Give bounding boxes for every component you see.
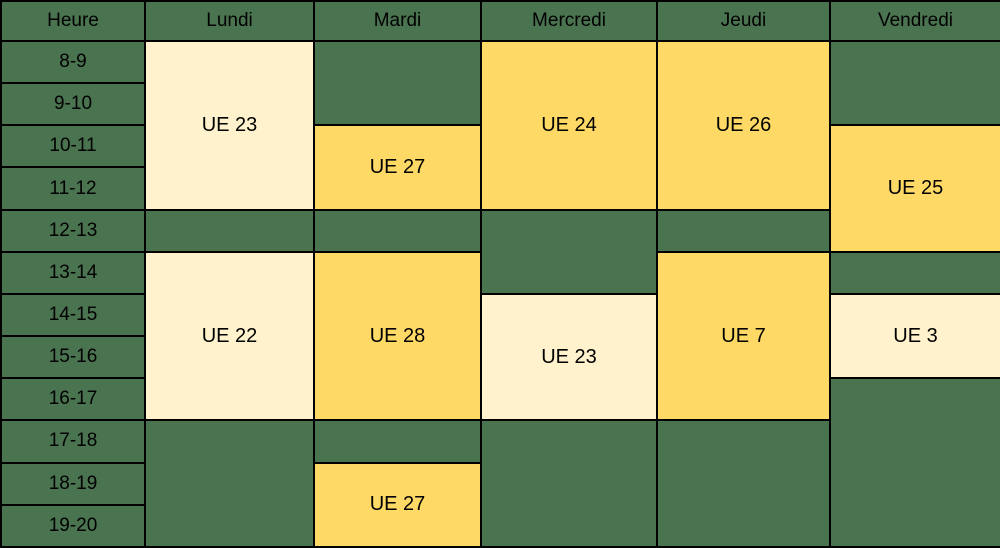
course-cell-vendredi-ue25: UE 25 <box>829 124 1000 253</box>
hour-cell: 10-11 <box>0 124 146 169</box>
table-row: 14-15 UE 23 UE 3 <box>0 292 1000 422</box>
course-cell-lundi-ue23: UE 23 <box>144 40 315 211</box>
empty-slot <box>829 39 1000 127</box>
empty-slot <box>656 208 831 253</box>
hour-cell: 14-15 <box>0 292 146 338</box>
header-vendredi: Vendredi <box>829 0 1000 42</box>
hour-cell: 18-19 <box>0 461 146 506</box>
empty-slot <box>829 250 1000 295</box>
hour-cell: 17-18 <box>0 419 146 464</box>
course-cell-mardi-ue28: UE 28 <box>313 250 482 422</box>
empty-slot <box>313 208 482 253</box>
table-row: 13-14 UE 22 UE 28 UE 7 <box>0 250 1000 422</box>
hour-cell: 15-16 <box>0 335 146 380</box>
course-cell-mercredi-ue23: UE 23 <box>480 292 658 422</box>
header-mardi: Mardi <box>313 0 482 42</box>
course-cell-jeudi-ue26: UE 26 <box>656 40 831 211</box>
table-row: 17-18 <box>0 419 1000 548</box>
empty-slot <box>313 419 482 464</box>
table-row: 19-20 <box>0 503 1000 548</box>
table-row: 18-19 UE 27 <box>0 461 1000 548</box>
empty-slot <box>144 208 315 253</box>
hour-cell: 13-14 <box>0 250 146 295</box>
empty-slot <box>829 377 1000 548</box>
course-cell-vendredi-ue3: UE 3 <box>829 292 1000 380</box>
course-cell-mardi-ue27: UE 27 <box>313 124 482 211</box>
header-lundi: Lundi <box>144 0 315 42</box>
table-row: 15-16 <box>0 335 1000 380</box>
empty-slot <box>480 419 658 548</box>
table-header-row: Heure Lundi Mardi Mercredi Jeudi Vendred… <box>0 0 1000 42</box>
table-row: 12-13 <box>0 208 1000 295</box>
course-cell-jeudi-ue7: UE 7 <box>656 250 831 422</box>
hour-cell: 9-10 <box>0 82 146 127</box>
course-cell-mercredi-ue24: UE 24 <box>480 40 658 211</box>
hour-cell: 11-12 <box>0 166 146 211</box>
empty-slot <box>656 419 831 548</box>
table-row: 9-10 <box>0 82 1000 127</box>
table-row: 11-12 <box>0 166 1000 211</box>
table-row: 8-9 UE 23 UE 24 UE 26 <box>0 39 1000 211</box>
course-cell-lundi-ue22: UE 22 <box>144 250 315 422</box>
course-cell-mardi-ue27-evening: UE 27 <box>313 461 482 548</box>
hour-cell: 12-13 <box>0 208 146 253</box>
hour-cell: 16-17 <box>0 377 146 422</box>
empty-slot <box>313 39 482 127</box>
header-mercredi: Mercredi <box>480 0 658 42</box>
hour-cell: 19-20 <box>0 503 146 548</box>
header-heure: Heure <box>0 0 146 42</box>
empty-slot <box>480 208 658 295</box>
header-jeudi: Jeudi <box>656 0 831 42</box>
empty-slot <box>144 419 315 548</box>
hour-cell: 8-9 <box>0 39 146 85</box>
table-row: 10-11 UE 27 UE 25 <box>0 124 1000 253</box>
table-row: 16-17 <box>0 377 1000 548</box>
